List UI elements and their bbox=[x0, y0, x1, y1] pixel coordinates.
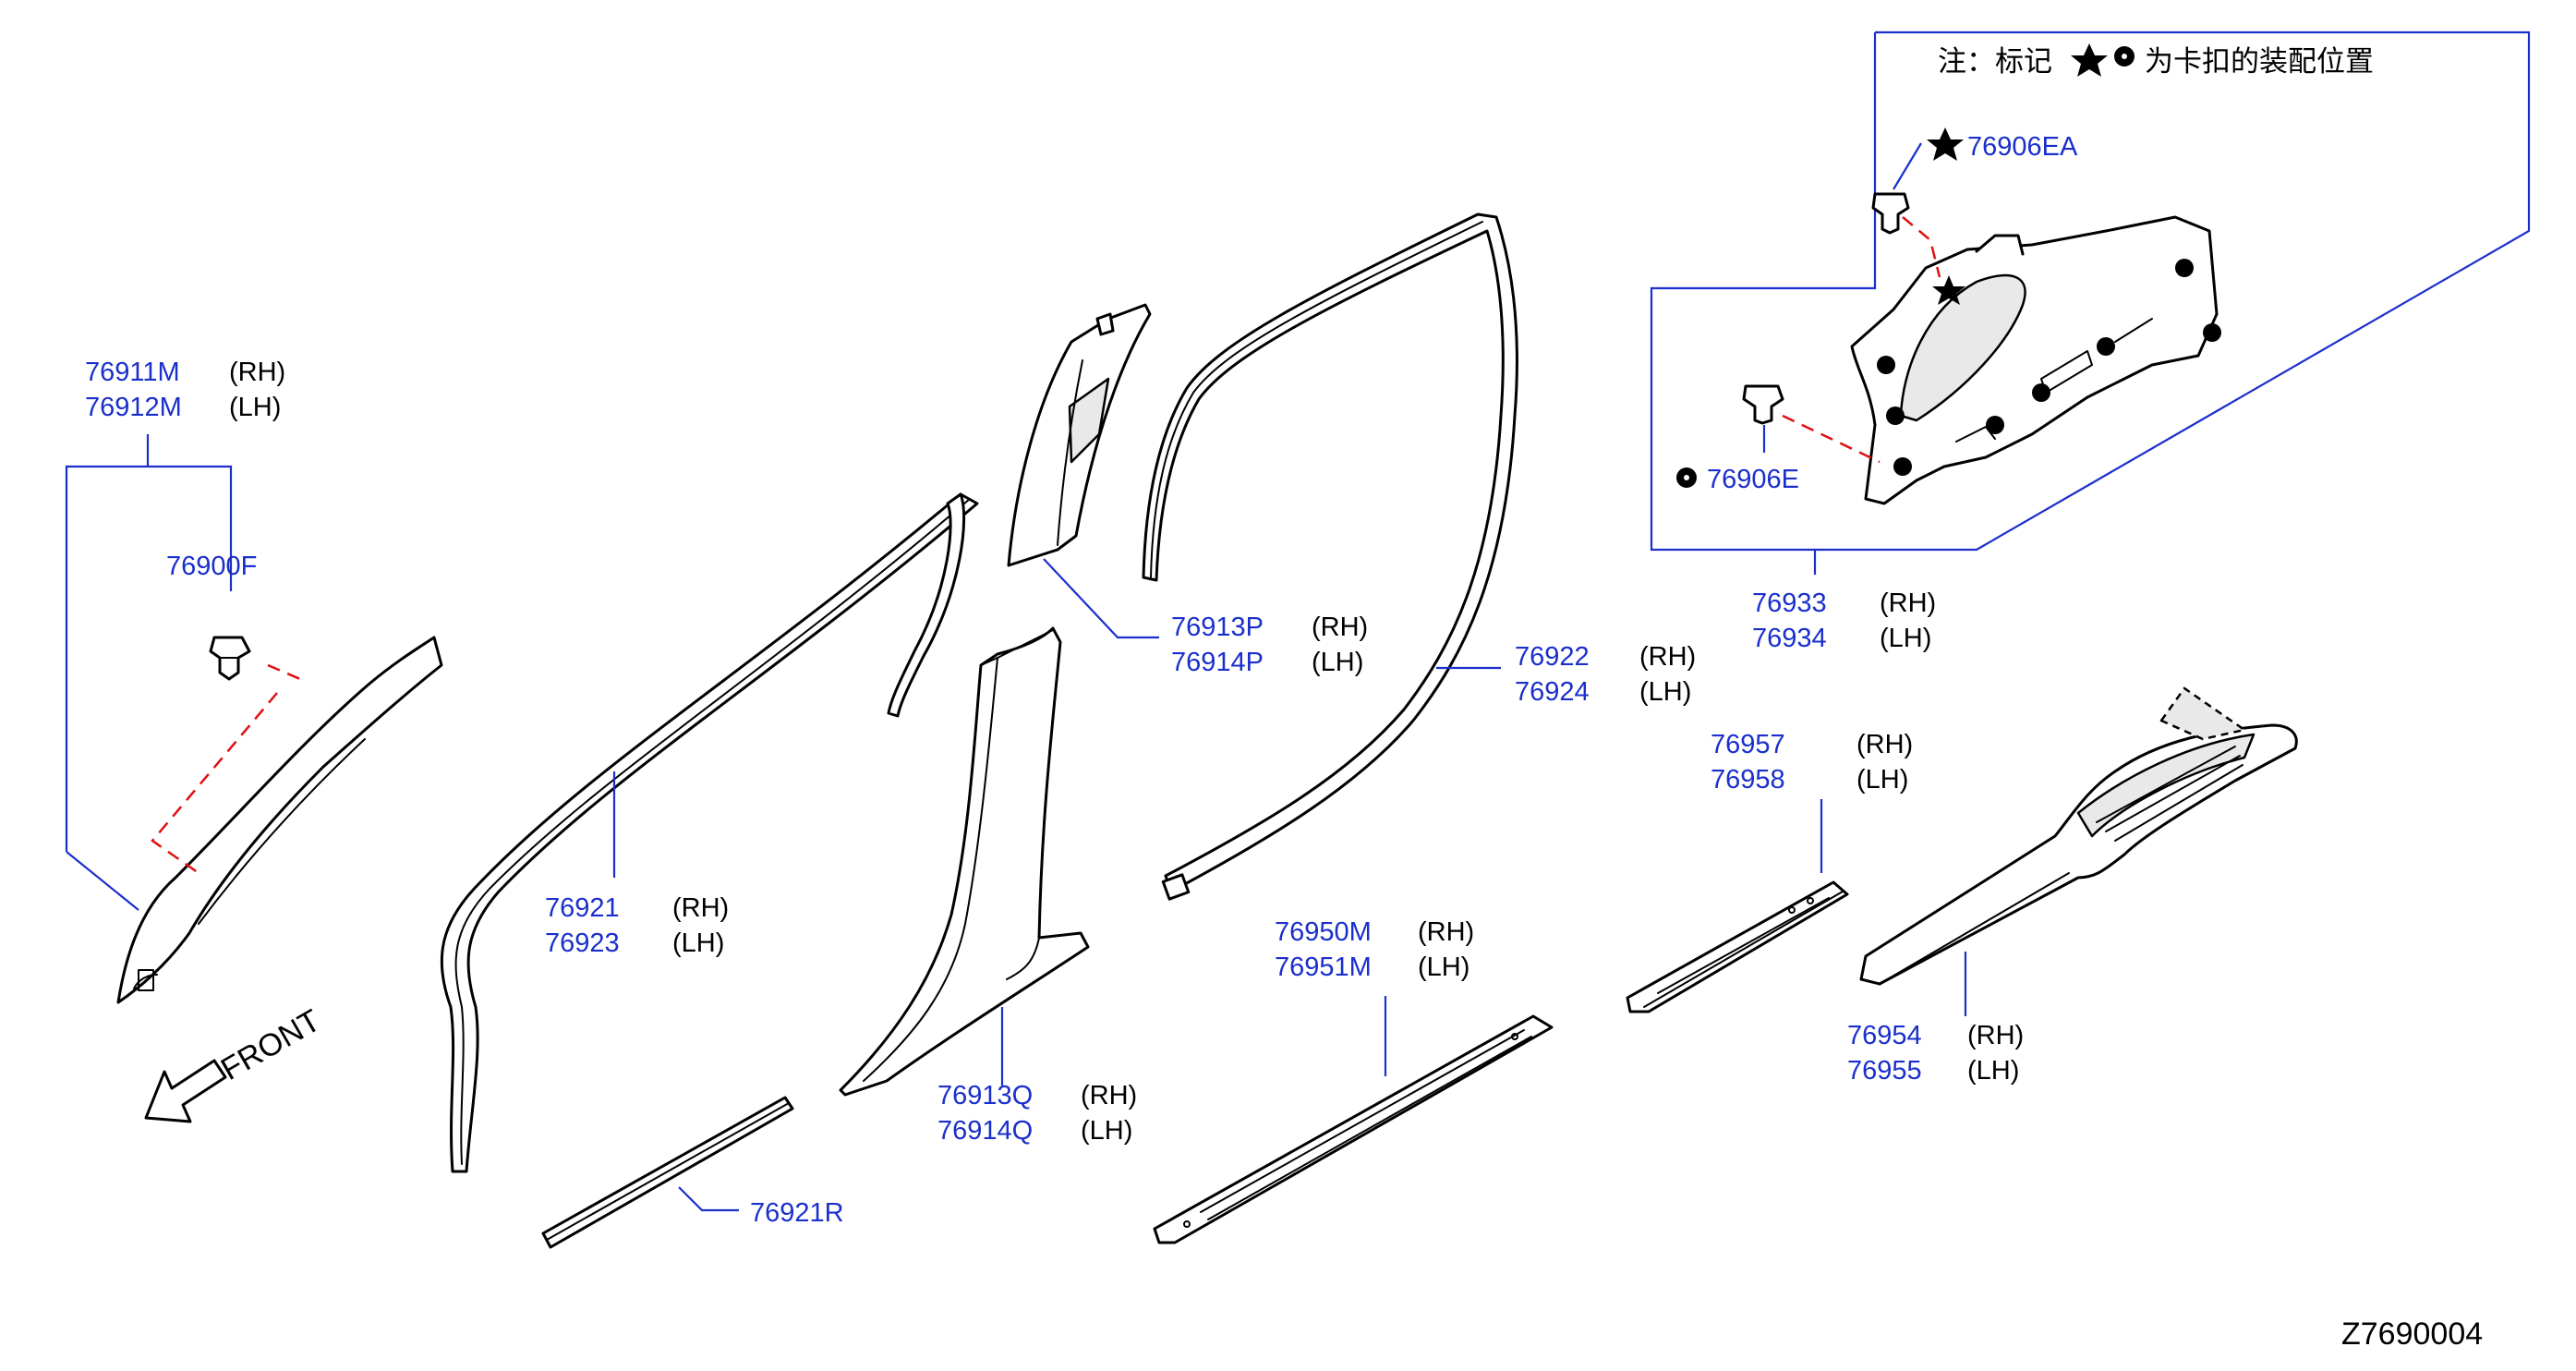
front-sill-scuff-plate bbox=[1153, 1014, 1554, 1244]
side-rh-76954: (RH) bbox=[1967, 1021, 2024, 1050]
part-number-76958: 76958 bbox=[1711, 765, 1785, 795]
side-rh-76913Q: (RH) bbox=[1081, 1081, 1137, 1110]
diagram-code: Z7690004 bbox=[2341, 1316, 2483, 1352]
star-icon bbox=[2071, 43, 2108, 77]
side-lh-76951M: (LH) bbox=[1418, 952, 1469, 982]
clip-76900F bbox=[209, 636, 251, 681]
side-lh-76912M: (LH) bbox=[229, 393, 281, 422]
rear-door-weatherstrip bbox=[1142, 212, 1518, 901]
side-rh-76913P: (RH) bbox=[1312, 613, 1368, 642]
part-number-76921: 76921 bbox=[545, 893, 620, 923]
part-number-76900F: 76900F bbox=[166, 552, 257, 581]
part-number-76955: 76955 bbox=[1847, 1056, 1922, 1086]
rear-side-sill-trim bbox=[1859, 686, 2298, 986]
side-lh-76924: (LH) bbox=[1639, 677, 1691, 707]
part-number-76923: 76923 bbox=[545, 928, 620, 958]
front-label: FRONT bbox=[215, 1002, 326, 1086]
part-number-76924: 76924 bbox=[1515, 677, 1590, 707]
side-rh-76921: (RH) bbox=[672, 893, 729, 923]
part-number-76933: 76933 bbox=[1752, 588, 1827, 618]
side-rh-76922: (RH) bbox=[1639, 642, 1696, 672]
side-lh-76955: (LH) bbox=[1967, 1056, 2019, 1086]
part-number-76921R: 76921R bbox=[750, 1198, 844, 1228]
rear-sill-scuff-plate bbox=[1626, 880, 1849, 1013]
part-number-76914P: 76914P bbox=[1171, 648, 1264, 677]
part-number-76951M: 76951M bbox=[1275, 952, 1372, 982]
kicking-plate-strip bbox=[541, 1096, 794, 1249]
side-lh-76934: (LH) bbox=[1880, 624, 1931, 653]
part-number-76954: 76954 bbox=[1847, 1021, 1922, 1050]
side-rh-76957: (RH) bbox=[1856, 730, 1913, 759]
part-number-76913P: 76913P bbox=[1171, 613, 1264, 642]
clip-markers-76933 bbox=[1877, 259, 2221, 476]
front-door-weatherstrip bbox=[440, 492, 979, 1173]
star-icon-76906EA bbox=[1927, 127, 1964, 161]
part-number-76934: 76934 bbox=[1752, 624, 1827, 653]
clip-76906E bbox=[1742, 384, 1784, 425]
part-number-76911M: 76911M bbox=[85, 358, 180, 387]
front-arrow-icon bbox=[144, 1059, 227, 1123]
part-number-76913Q: 76913Q bbox=[937, 1081, 1033, 1110]
side-rh-76911M: (RH) bbox=[229, 358, 285, 387]
part-number-76957: 76957 bbox=[1711, 730, 1785, 759]
part-number-76950M: 76950M bbox=[1275, 917, 1372, 947]
side-lh-76923: (LH) bbox=[672, 928, 724, 958]
note-suffix: 为卡扣的装配位置 bbox=[2145, 45, 2374, 79]
side-rh-76950M: (RH) bbox=[1418, 917, 1474, 947]
b-pillar-upper-trim bbox=[1007, 303, 1152, 567]
clip-76906EA bbox=[1871, 192, 1910, 235]
a-pillar-trim bbox=[116, 636, 443, 1004]
b-pillar-lower-trim bbox=[839, 626, 1090, 1097]
side-lh-76914P: (LH) bbox=[1312, 648, 1363, 677]
part-number-76922: 76922 bbox=[1515, 642, 1590, 672]
side-rh-76933: (RH) bbox=[1880, 588, 1936, 618]
part-number-76912M: 76912M bbox=[85, 393, 182, 422]
side-lh-76958: (LH) bbox=[1856, 765, 1908, 795]
part-number-76906E: 76906E bbox=[1707, 465, 1799, 494]
side-lh-76914Q: (LH) bbox=[1081, 1116, 1132, 1146]
note-prefix: 注：标记 bbox=[1938, 45, 2052, 79]
part-number-76914Q: 76914Q bbox=[937, 1116, 1033, 1146]
part-number-76906EA: 76906EA bbox=[1967, 132, 2078, 162]
